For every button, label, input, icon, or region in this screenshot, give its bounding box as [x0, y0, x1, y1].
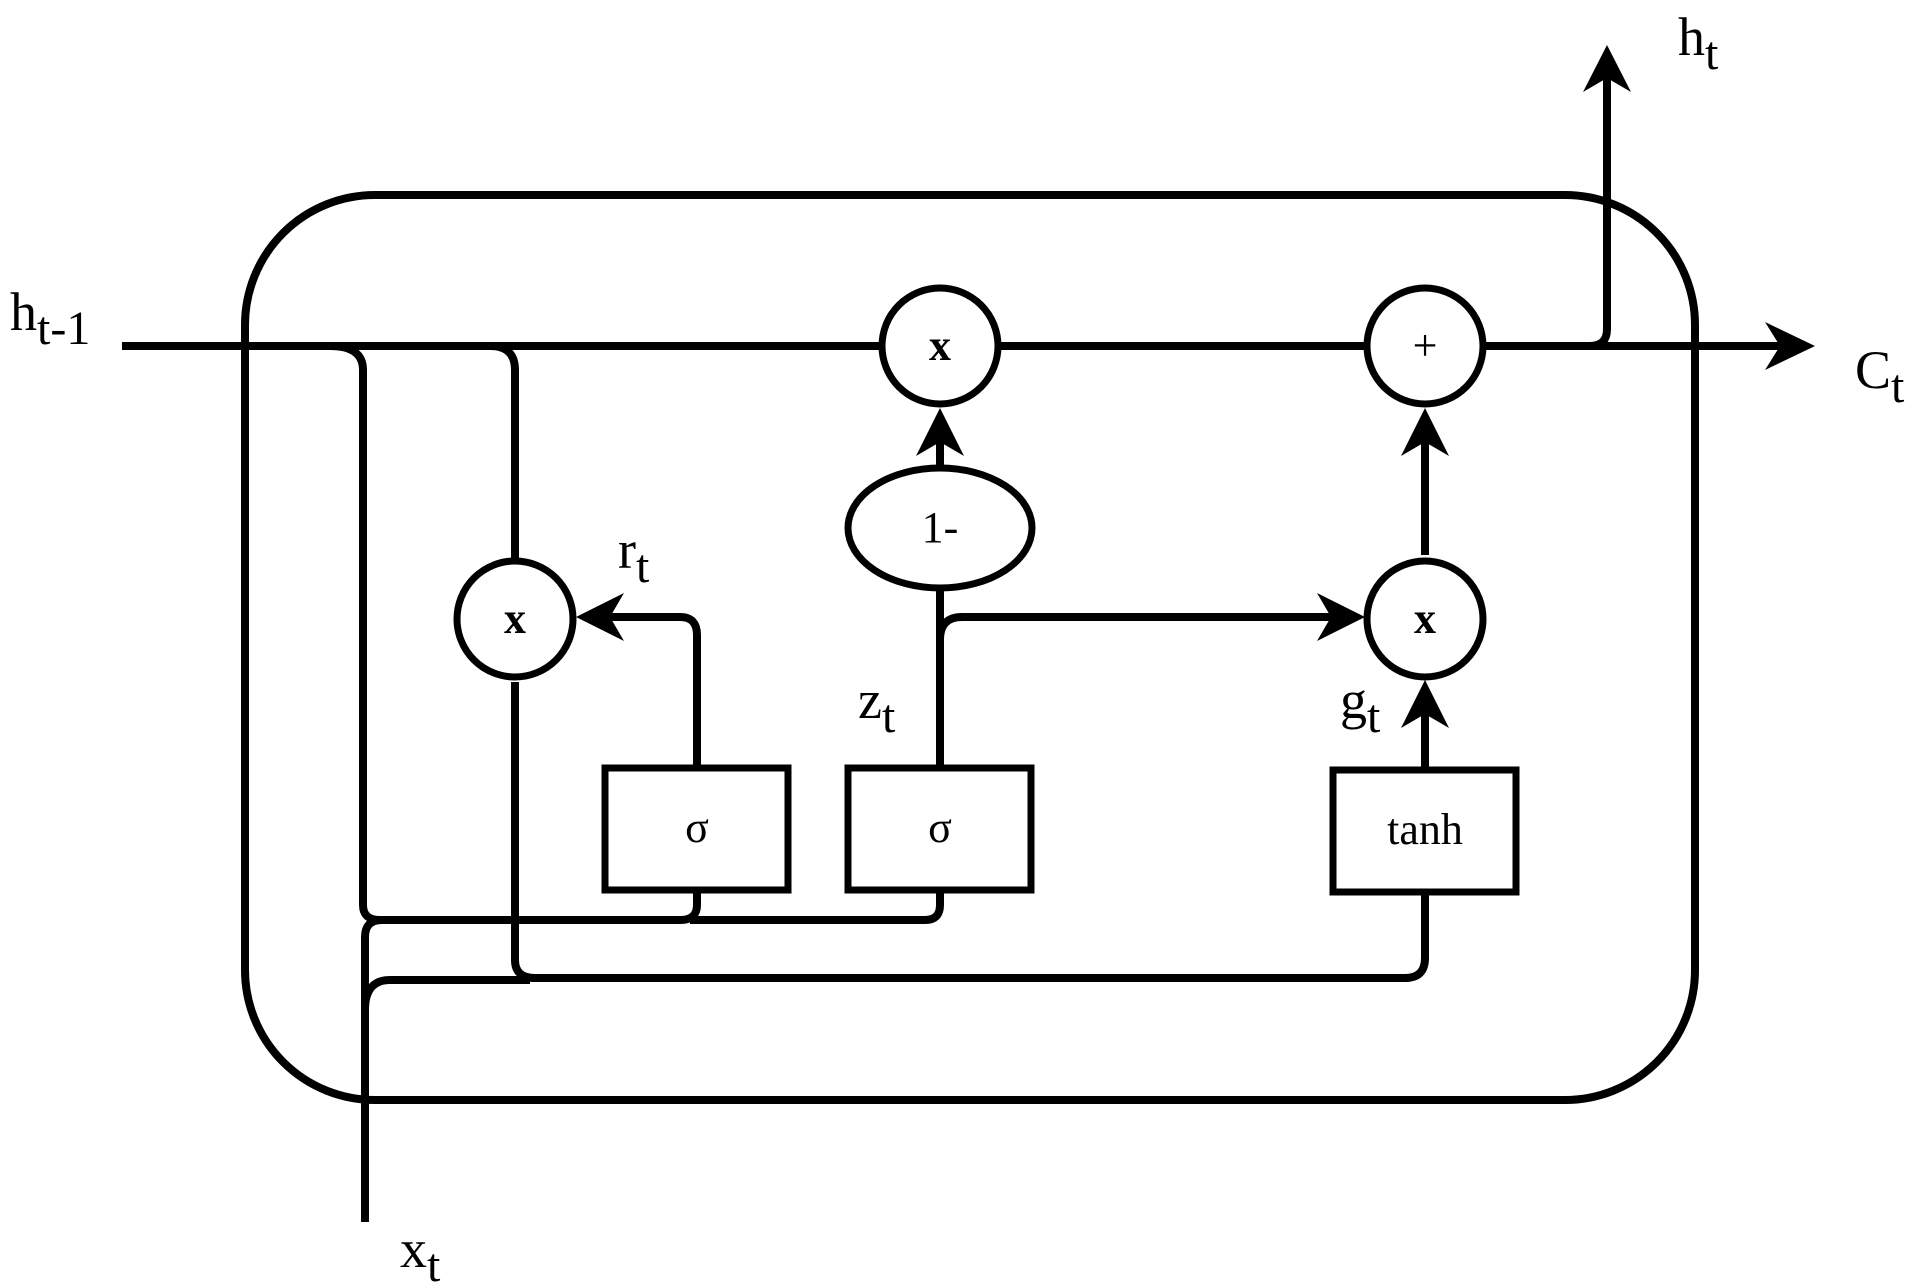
- update-multiply-node: x: [1363, 557, 1487, 681]
- one-minus-node: 1-: [844, 464, 1036, 592]
- xt-input-line: [361, 916, 383, 1222]
- reset-out-to-bus: [511, 682, 1429, 982]
- update-sigma-label: σ: [928, 803, 952, 852]
- candidate-tanh-label: tanh: [1387, 805, 1463, 854]
- ht-arrowhead: [1583, 45, 1631, 92]
- cell-boundary: [241, 191, 1699, 1104]
- carry-multiply-symbol: x: [929, 321, 951, 370]
- label-x-in: xt: [400, 1219, 441, 1287]
- label-z-gate: zt: [858, 670, 896, 743]
- sum-node: +: [1363, 284, 1487, 408]
- update-multiply-symbol: x: [1414, 594, 1436, 643]
- hprev-to-reset-multiply: [489, 342, 519, 558]
- one-minus-symbol: 1-: [922, 503, 959, 552]
- sum-arrowhead: [1401, 408, 1449, 456]
- sum-symbol: +: [1413, 321, 1438, 370]
- zt-arrowhead: [1317, 593, 1365, 641]
- label-h-prev: ht-1: [10, 282, 90, 355]
- carry-multiply-node: x: [878, 284, 1002, 408]
- rt-arrowhead: [576, 593, 624, 641]
- ct-arrowhead: [1765, 322, 1815, 370]
- reset-multiply-node: x: [453, 557, 577, 681]
- gt-arrowhead: [1401, 680, 1449, 728]
- label-h-out: ht: [1678, 7, 1719, 80]
- update-sigma-gate: σ: [844, 764, 1035, 894]
- hprev-branch-outer: [329, 342, 701, 924]
- rt-line: [610, 613, 701, 768]
- zt-to-update-multiply: [936, 613, 1335, 641]
- label-c-out: Ct: [1855, 340, 1905, 413]
- label-r-gate: rt: [618, 520, 650, 593]
- ht-branch-line: [1580, 75, 1611, 350]
- reset-multiply-symbol: x: [504, 594, 526, 643]
- candidate-tanh-gate: tanh: [1329, 766, 1520, 896]
- one-minus-arrowhead: [916, 408, 964, 456]
- hprev-to-update-sigma: [690, 890, 944, 924]
- reset-sigma-gate: σ: [601, 764, 792, 894]
- xt-to-tanh-bus: [361, 976, 530, 1011]
- label-g-gate: gt: [1340, 670, 1381, 743]
- reset-sigma-label: σ: [685, 803, 709, 852]
